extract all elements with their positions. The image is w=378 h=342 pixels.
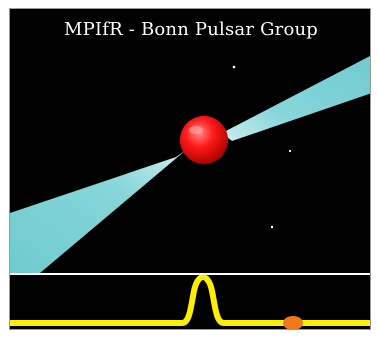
pulse-profile-plot [10, 275, 370, 329]
pulsar-scene [10, 56, 370, 273]
pulse-trace [10, 275, 370, 326]
background-star [232, 65, 236, 69]
star-highlight [189, 126, 203, 134]
animation-panel: MPIfR - Bonn Pulsar Group [9, 8, 371, 330]
neutron-star [180, 116, 228, 164]
pulse-profile-panel [10, 273, 370, 329]
background-star [270, 225, 274, 229]
emission-beam-lower [10, 150, 186, 273]
emission-beam-upper [222, 56, 370, 141]
background-star [288, 149, 292, 153]
title: MPIfR - Bonn Pulsar Group [63, 19, 319, 40]
pulse-position-marker [283, 316, 303, 329]
